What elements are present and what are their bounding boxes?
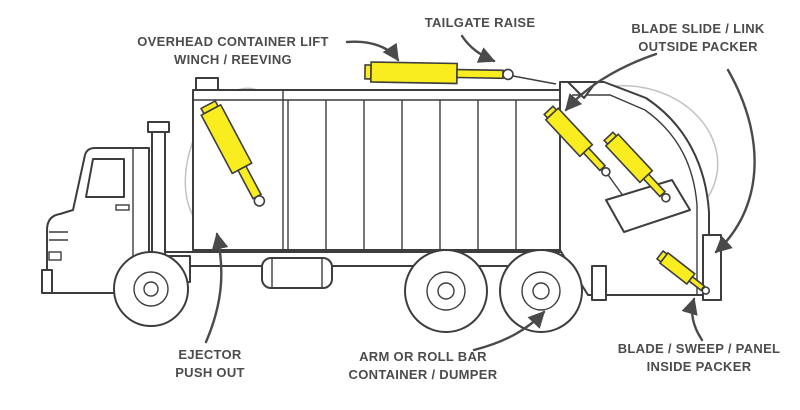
winch-mount [195, 77, 219, 91]
truck-cab [41, 121, 170, 294]
outside-packer-cylinder-1 [543, 105, 611, 177]
ejector-arrow [204, 232, 229, 344]
ejector-label: EJECTOR PUSH OUT [175, 347, 245, 380]
tailgate-support [591, 265, 607, 301]
overhead-lift-label: OVERHEAD CONTAINER LIFT WINCH / REEVING [137, 34, 329, 67]
rear-wheel-2 [499, 249, 583, 333]
blade-slide-label: BLADE SLIDE / LINK OUTSIDE PACKER [631, 21, 765, 54]
tailgate-raise-cylinder [364, 61, 514, 85]
headlight [48, 251, 62, 261]
tailgate-raise-label: TAILGATE RAISE [424, 15, 536, 30]
outside-packer-cylinder-2 [603, 131, 671, 203]
wheels [113, 249, 583, 333]
arm-roll-bar-arrow [472, 310, 546, 352]
cylinder-bracket [567, 81, 597, 99]
cylinder-link-rod [512, 75, 557, 85]
exhaust-stack [151, 129, 166, 256]
cab-window [85, 158, 125, 198]
tailgate-raise-arrow [460, 34, 496, 63]
inside-packer-arrow [681, 297, 704, 342]
blade-slide-arrow [564, 52, 658, 112]
front-bumper [41, 269, 53, 294]
arm-roll-bar-label: ARM OR ROLL BAR CONTAINER / DUMPER [348, 349, 498, 382]
overhead-lift-arrow [345, 40, 400, 62]
ejector-cylinder [200, 99, 266, 207]
door-handle [115, 204, 130, 211]
truck-body [192, 77, 561, 251]
front-wheel [113, 251, 189, 327]
blade-sweep-label: BLADE / SWEEP / PANEL INSIDE PACKER [617, 341, 781, 374]
tailgate [559, 81, 722, 301]
inside-packer-cylinder [655, 249, 711, 295]
rear-wheel-1 [404, 249, 488, 333]
blade-slide-sweep-arrow [714, 68, 756, 254]
fuel-tank [261, 257, 333, 289]
